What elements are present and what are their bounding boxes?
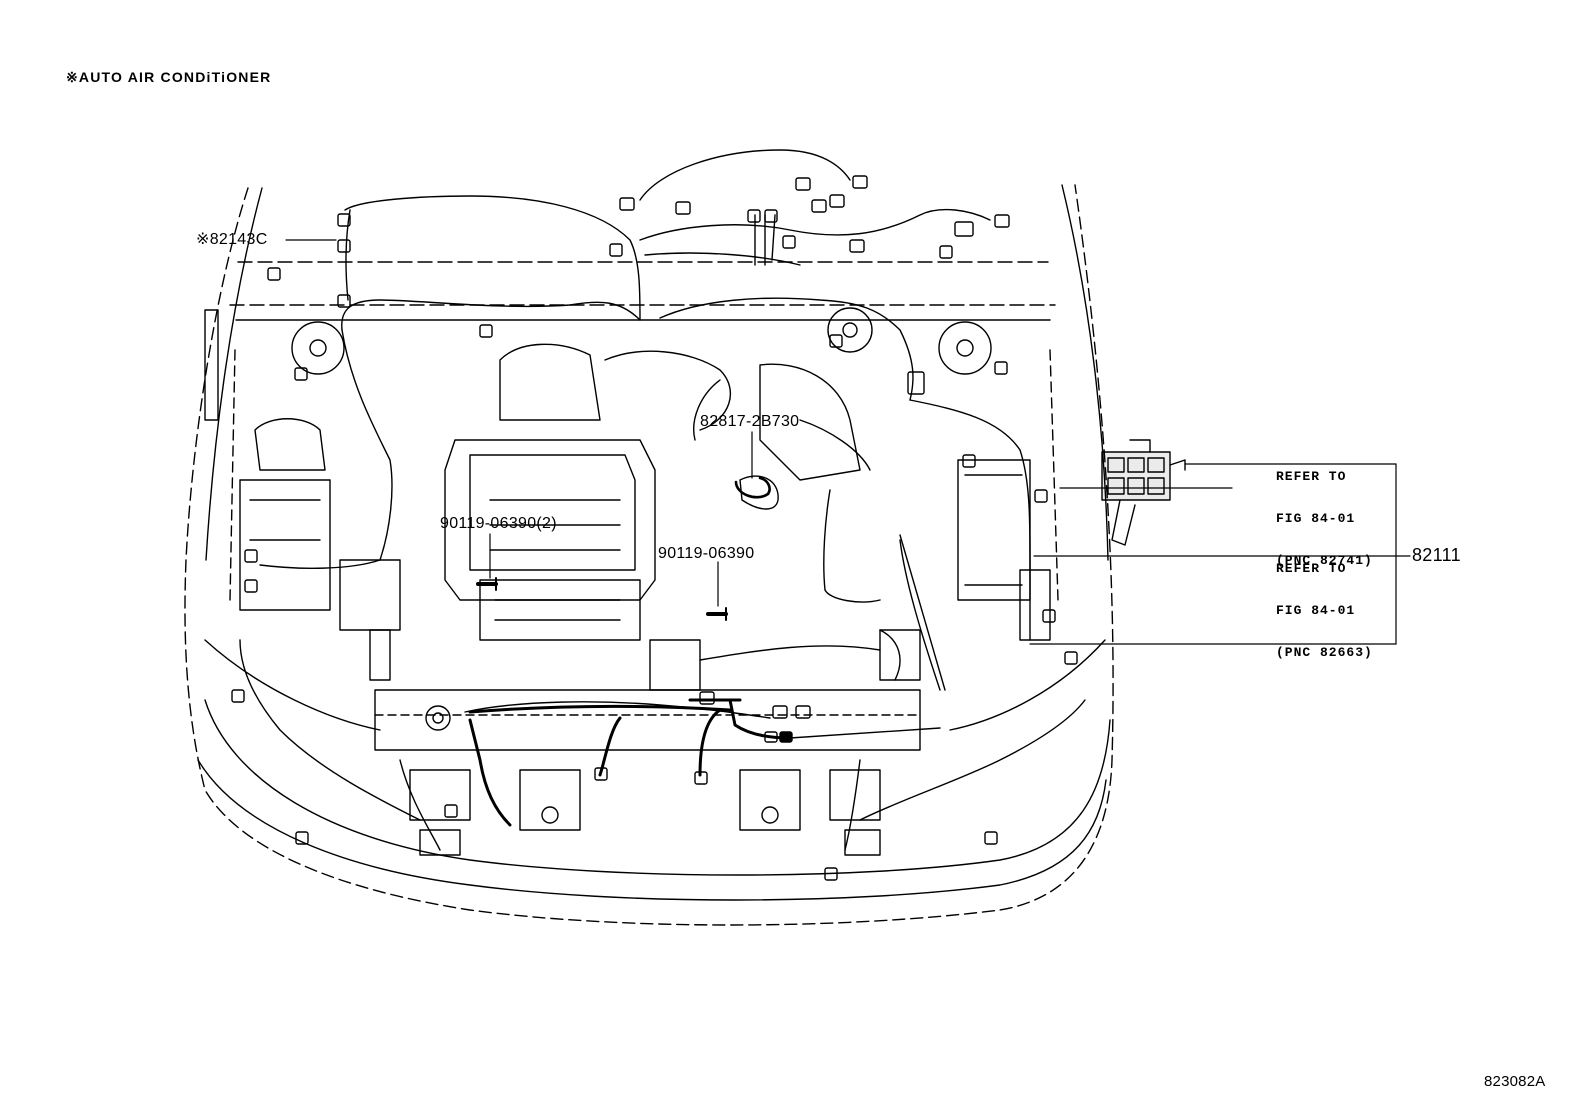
harness-connectors xyxy=(231,175,1078,881)
refer-note-82663-line1: REFER TO xyxy=(1276,561,1347,576)
right-side-components xyxy=(879,459,1051,681)
refer-note-82741: REFER TO FIG 84-01 (PNC 82741) xyxy=(1276,442,1373,582)
radiator-support xyxy=(374,689,921,856)
refer-note-82663-line3: (PNC 82663) xyxy=(1276,645,1373,660)
car-body-outline xyxy=(184,184,1114,926)
bolt-90119-a-icon xyxy=(476,577,498,591)
refer-note-82663-line2: FIG 84-01 xyxy=(1276,603,1356,618)
refer-note-82741-line1: REFER TO xyxy=(1276,469,1347,484)
part-label-90119-b: 90119-06390 xyxy=(658,545,755,562)
grommet-82817-icon xyxy=(734,476,771,499)
part-label-90119-a: 90119-06390(2) xyxy=(440,515,557,532)
part-label-82143c: ※82143C xyxy=(196,231,268,248)
header-note: ※AUTO AIR CONDiTiONER xyxy=(66,69,272,85)
refer-note-82741-line2: FIG 84-01 xyxy=(1276,511,1356,526)
wire-harness-main xyxy=(239,149,1086,827)
refer-note-82663: REFER TO FIG 84-01 (PNC 82663) xyxy=(1276,534,1373,674)
leader-82111-bracket xyxy=(1395,463,1411,645)
bolt-90119-b-icon xyxy=(706,607,728,621)
refer-note-82741-line3: (PNC 82741) xyxy=(1276,553,1373,568)
engine-assembly xyxy=(444,343,921,691)
part-label-82817: 82817-2B730 xyxy=(700,413,800,430)
relay-block-icon xyxy=(1101,439,1186,546)
strut-towers xyxy=(291,307,992,375)
figure-id: 823082A xyxy=(1484,1073,1546,1090)
leader-lines xyxy=(285,239,1411,645)
part-label-82111: 82111 xyxy=(1412,545,1461,565)
